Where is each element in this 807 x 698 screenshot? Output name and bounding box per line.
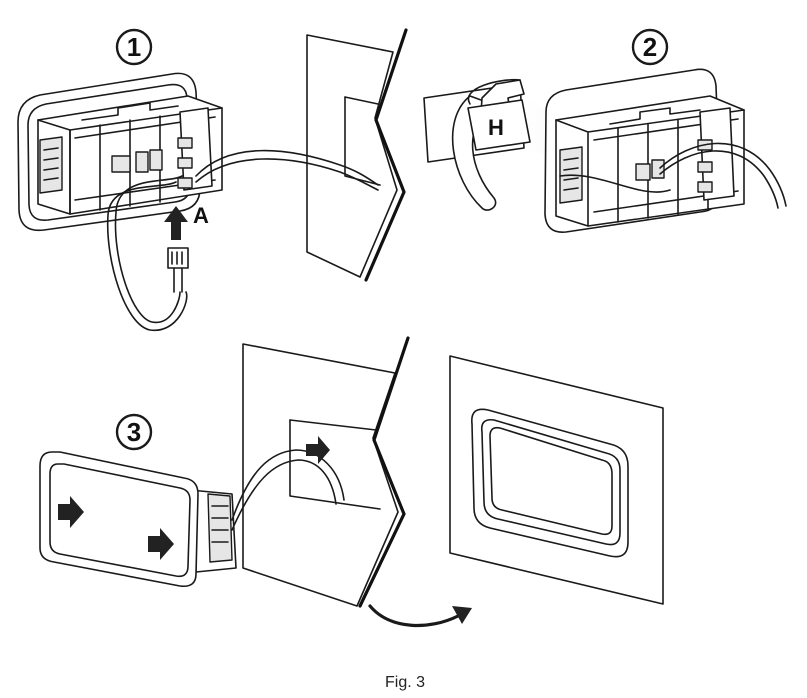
panel-bottom-left	[242, 336, 410, 608]
controller-installed	[544, 68, 787, 233]
step-1-group: 1	[17, 28, 379, 331]
finished-panel	[449, 355, 664, 605]
figure-caption: Fig. 3	[385, 674, 425, 691]
step-1-number: 1	[127, 32, 141, 62]
guide-arrow	[306, 436, 330, 464]
hook-h-callout: H	[423, 78, 531, 211]
label-a: A	[193, 203, 209, 228]
press-arrow-right	[148, 528, 174, 560]
step-3-group: 3	[39, 413, 345, 588]
label-h: H	[488, 115, 504, 140]
step-2-number: 2	[643, 32, 657, 62]
step-3-number: 3	[127, 417, 141, 447]
connector-a	[167, 247, 189, 293]
step-1-badge: 1	[115, 28, 153, 66]
press-arrow-left	[58, 496, 84, 528]
controller-front-view	[39, 451, 237, 588]
step-2-badge: 2	[631, 28, 669, 66]
panel-top	[306, 28, 408, 282]
step-2-group: 2 H	[423, 28, 787, 233]
transition-arrow	[368, 604, 472, 628]
controller-rear-view	[17, 72, 223, 232]
step-3-badge: 3	[115, 413, 153, 451]
insert-arrow	[164, 206, 188, 240]
